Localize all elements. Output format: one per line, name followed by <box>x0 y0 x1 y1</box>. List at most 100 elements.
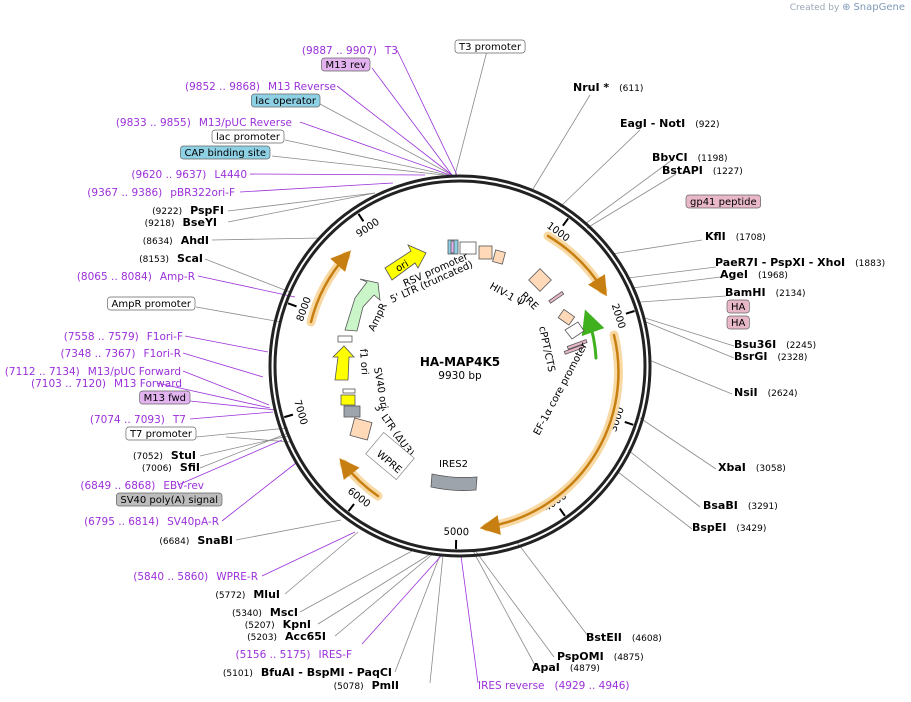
site-position: (6849 .. 6868) <box>80 480 155 492</box>
primer-label: pBR322ori-F <box>170 187 235 199</box>
site-position: (2134) <box>776 289 806 299</box>
site-position: (611) <box>619 84 643 94</box>
site-position: (9887 .. 9907) <box>302 45 377 57</box>
feature-label: gp41 peptide <box>690 197 757 208</box>
site-position: (1198) <box>698 154 728 164</box>
ampr-prom-mark <box>337 335 353 343</box>
ires2-label: IRES2 <box>439 459 468 470</box>
feature-label-box <box>685 194 762 209</box>
site-position: (1883) <box>855 259 885 269</box>
site-position: (9852 .. 9868) <box>185 81 260 93</box>
primer-label: M13 Forward <box>114 378 182 390</box>
site-position: (9218) <box>145 219 175 229</box>
rre-label: RRE <box>518 290 540 312</box>
enzyme-site-label: BseYI <box>183 216 217 229</box>
tick-mark <box>625 310 635 315</box>
feature-label: CAP binding site <box>184 148 266 159</box>
site-position: (7103 .. 7120) <box>31 378 106 390</box>
site-position: (5156 .. 5175) <box>235 649 310 661</box>
plasmid-name: HA-MAP4K5 <box>420 355 500 369</box>
outer-labels: NruI * (611) EagI - NotI (922) BbvCI (1198) Bs… <box>5 39 885 692</box>
enzyme-site-label: EagI - NotI <box>620 117 685 130</box>
ires2-shape <box>430 473 478 491</box>
enzyme-site-label: XbaI <box>718 461 746 474</box>
feature-label-box <box>211 129 285 144</box>
site-position: (7348 .. 7367) <box>61 348 136 360</box>
primer-label: F1ori-F <box>147 331 183 343</box>
enzyme-site-label: MscI <box>270 606 298 619</box>
feature-label: T7 promoter <box>129 429 193 440</box>
enzyme-site-label: KflI <box>705 230 726 243</box>
primer-label: F1ori-R <box>144 348 181 360</box>
tick-mark <box>562 217 570 227</box>
feature-label-box <box>139 390 191 405</box>
feature-label-box <box>321 57 371 72</box>
feature-label: M13 fwd <box>144 393 186 404</box>
feature-label-box <box>454 39 526 54</box>
sv40-ori-shape <box>340 394 356 406</box>
primer-label: IRES-F <box>318 649 352 661</box>
tick-mark <box>558 507 566 517</box>
site-position: (5840 .. 5860) <box>133 571 208 583</box>
orf-arrows <box>306 231 623 535</box>
plasmid-size: 9930 bp <box>438 370 482 382</box>
site-position: (2328) <box>777 353 807 363</box>
enzyme-site-label: Acc65I <box>285 630 326 643</box>
primer-label: IRES reverse <box>478 680 545 692</box>
enzyme-site-label: NruI * <box>573 81 609 94</box>
wpre-edge <box>342 388 356 394</box>
site-position: (922) <box>695 120 719 130</box>
enzyme-site-label: PspFI <box>190 204 224 217</box>
cppt-label: cPPT/CTS <box>536 325 556 373</box>
site-position: (6684) <box>159 537 189 547</box>
site-position: (3429) <box>736 524 766 534</box>
feature-label: T3 promoter <box>458 42 522 53</box>
feature-label-box <box>180 145 271 160</box>
site-position: (5203) <box>247 633 277 643</box>
feature-label: AmpR promoter <box>112 299 192 310</box>
tick-label: 5000 <box>443 527 469 539</box>
feature-label-box <box>115 492 223 507</box>
feature-label: M13 rev <box>326 60 367 71</box>
enzyme-site-label: AhdI <box>181 234 209 247</box>
enzyme-site-label: BbvCI <box>652 151 688 164</box>
enzyme-site-label: KpnI <box>283 618 311 631</box>
feature-label: lac promoter <box>216 132 281 143</box>
primer-label: SV40pA-R <box>167 516 219 528</box>
site-position: (4879) <box>570 664 600 674</box>
site-position: (2624) <box>768 389 798 399</box>
site-position: (4875) <box>614 653 644 663</box>
site-position: (8634) <box>143 237 173 247</box>
backbone <box>268 174 652 558</box>
leader-lines <box>195 50 735 684</box>
site-position: (7074 .. 7093) <box>90 414 165 426</box>
enzyme-site-label: BspEI <box>692 521 726 534</box>
feature-label-box <box>125 426 197 441</box>
site-position: (9367 .. 9386) <box>87 187 162 199</box>
enzyme-site-label: Bsu36I <box>734 338 776 351</box>
credit-brand: SnapGene <box>853 2 905 13</box>
site-position: (4608) <box>632 634 662 644</box>
tick-label: 2000 <box>609 302 627 330</box>
ltr5-shape <box>478 245 493 260</box>
enzyme-site-label: SfiI <box>180 461 200 474</box>
site-position: (6795 .. 6814) <box>84 516 159 528</box>
primer-lines <box>156 49 479 684</box>
site-position: (5078) <box>334 682 364 692</box>
rsv-promoter-shape <box>459 241 477 255</box>
site-position: (9222) <box>152 207 182 217</box>
site-position: (7006) <box>142 464 172 474</box>
feature-label: SV40 poly(A) signal <box>120 495 218 506</box>
primer-label: T3 <box>384 45 398 57</box>
primer-label: M13/pUC Reverse <box>199 117 292 129</box>
enzyme-site-label: StuI <box>171 449 196 462</box>
site-position: (1708) <box>736 233 766 243</box>
site-position: (5340) <box>232 609 262 619</box>
primer-label: M13/pUC Forward <box>88 366 181 378</box>
tick-label: 7000 <box>291 399 309 427</box>
tick-mark <box>624 421 634 426</box>
enzyme-site-label: BamHI <box>725 286 766 299</box>
site-position: (7052) <box>133 452 163 462</box>
enzyme-site-label: ScaI <box>177 252 203 265</box>
ef1a-shape <box>564 321 585 340</box>
